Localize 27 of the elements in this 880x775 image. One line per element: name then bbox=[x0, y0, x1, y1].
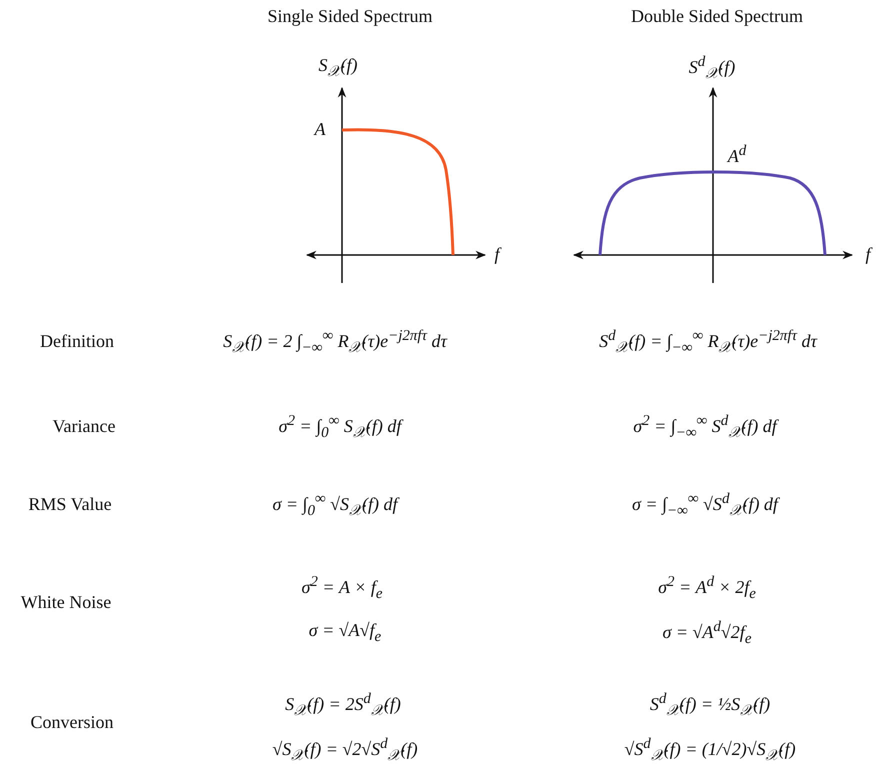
row-label: Variance bbox=[52, 416, 116, 438]
formula: S$_{𝒳}$(f) = 2S$^{d}$$_{𝒳}$(f) bbox=[285, 690, 401, 720]
formula: S$_{𝒳}$(f) = 2 ∫$_{−∞}$$^{∞}$ R$_{𝒳}$(τ)e$^{−j2πfτ}$ dτ bbox=[223, 327, 447, 357]
row-label: Definition bbox=[40, 331, 114, 353]
axis-label: f bbox=[494, 244, 500, 266]
row-label: Conversion bbox=[30, 712, 114, 734]
value-label: A$^{d}$ bbox=[728, 142, 746, 168]
formula: √S$_{𝒳}$(f) = √2√S$^{d}$$_{𝒳}$(f) bbox=[272, 735, 418, 765]
formula: σ = √A√f$_{e}$ bbox=[308, 620, 382, 646]
value-label: A bbox=[314, 119, 326, 141]
formula: S$^{d}$$_{𝒳}$(f) = ∫$_{−∞}$$^{∞}$ R$_{𝒳}$(τ)e$^{−j2πfτ}$ dτ bbox=[599, 327, 817, 357]
axis-label: f bbox=[866, 244, 870, 266]
column-heading: Single Sided Spectrum bbox=[268, 6, 432, 28]
formula: σ = ∫$_{−∞}$$^{∞}$ √S$^{d}$$_{𝒳}$(f) df bbox=[632, 490, 778, 520]
formula: σ = √A$^{d}$√2f$_{e}$ bbox=[662, 618, 752, 648]
formula: S$^{d}$$_{𝒳}$(f) = ½S$_{𝒳}$(f) bbox=[650, 690, 770, 720]
formula: √S$^{d}$$_{𝒳}$(f) = (1/√2)√S$_{𝒳}$(f) bbox=[624, 735, 796, 765]
formula: σ$^{2}$ = ∫$_{0}$$^{∞}$ S$_{𝒳}$(f) df bbox=[278, 412, 402, 442]
axis-label: S$_{𝒳}$(f) bbox=[318, 55, 358, 81]
axis-label: S$^{d}$$_{𝒳}$(f) bbox=[688, 53, 736, 83]
row-label: RMS Value bbox=[28, 494, 112, 516]
column-heading: Double Sided Spectrum bbox=[631, 6, 803, 28]
formula: σ$^{2}$ = ∫$_{−∞}$$^{∞}$ S$^{d}$$_{𝒳}$(f) df bbox=[633, 412, 777, 442]
formula: σ$^{2}$ = A × f$_{e}$ bbox=[301, 573, 383, 603]
formula: σ$^{2}$ = A$^{d}$ × 2f$_{e}$ bbox=[658, 573, 756, 603]
row-label: White Noise bbox=[20, 592, 112, 614]
formula: σ = ∫$_{0}$$^{∞}$ √S$_{𝒳}$(f) df bbox=[272, 490, 398, 520]
